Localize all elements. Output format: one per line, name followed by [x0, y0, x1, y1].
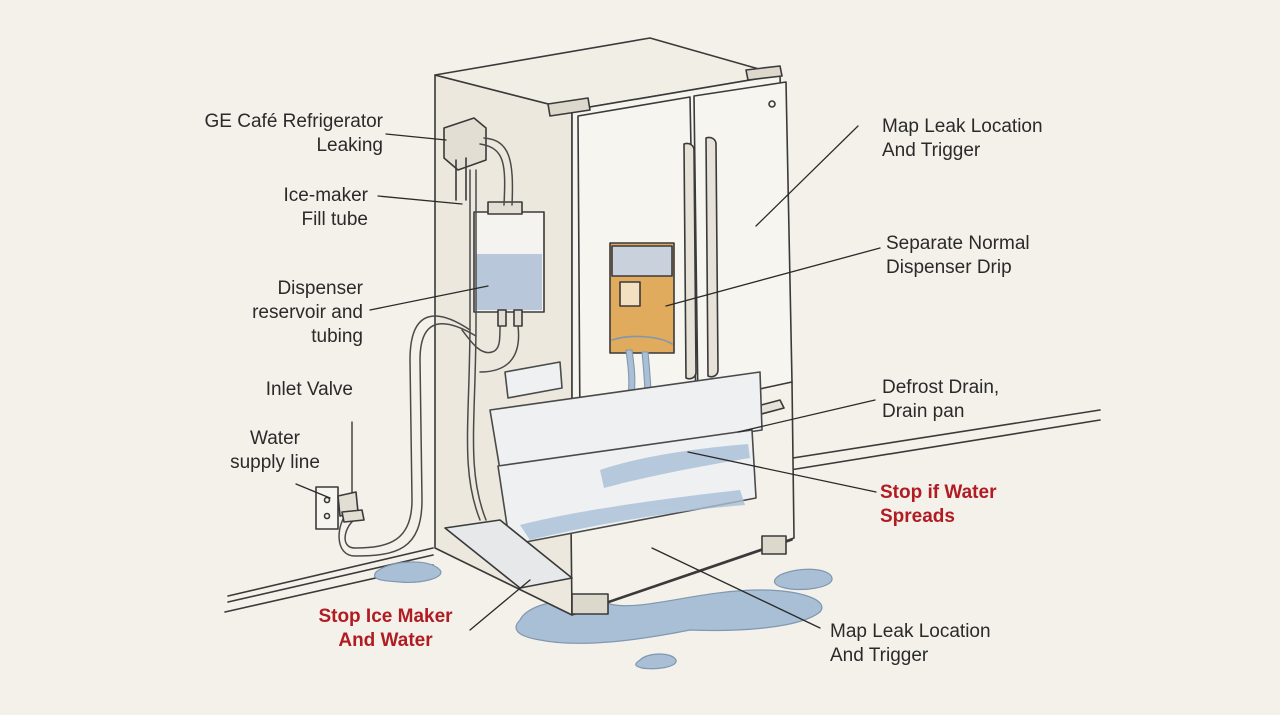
dispenser [609, 242, 675, 354]
label-map-leak-location-bottom: Map Leak Location And Trigger [830, 621, 991, 666]
fridge-feet [571, 535, 787, 615]
drain-pan [444, 519, 573, 589]
water-tubing [338, 137, 520, 557]
label-water-supply-line: Water supply line [230, 428, 320, 473]
label-map-leak-location-top: Map Leak Location And Trigger [882, 116, 1043, 161]
door-logo-dot [768, 100, 776, 108]
top-hinge-right [745, 65, 783, 81]
dispenser-reservoir [473, 201, 545, 327]
door-handles [683, 136, 719, 380]
label-separate-dispenser-drip: Separate Normal Dispenser Drip [886, 233, 1030, 278]
label-stop-if-water-spreads: Stop if Water Spreads [880, 482, 997, 527]
label-ice-maker-fill-tube: Ice-maker Fill tube [283, 185, 368, 230]
basket-water [520, 444, 750, 540]
label-dispenser-reservoir: Dispenser reservoir and tubing [252, 278, 363, 347]
shutoff-valve [337, 491, 365, 523]
label-defrost-drain: Defrost Drain, Drain pan [882, 377, 1000, 422]
label-ge-cafe-refrigerator-leaking: GE Café Refrigerator Leaking [204, 111, 383, 156]
label-stop-ice-maker: Stop Ice Maker And Water [318, 606, 453, 651]
leader-lines [295, 125, 881, 631]
top-hinge-left [547, 97, 591, 117]
label-inlet-valve: Inlet Valve [265, 379, 353, 400]
wall-outlet [315, 486, 339, 530]
inlet-valve [443, 117, 487, 201]
